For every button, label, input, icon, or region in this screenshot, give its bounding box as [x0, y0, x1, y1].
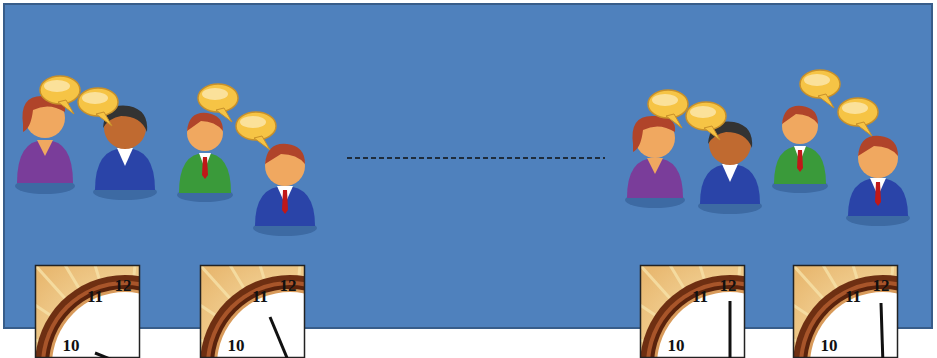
clock-number: 12 — [280, 277, 297, 294]
clock-number: 11 — [87, 288, 103, 305]
clock-number: 12 — [873, 277, 890, 294]
clock-number: 11 — [845, 288, 861, 305]
clock-number: 10 — [63, 337, 80, 354]
clock-number: 12 — [115, 277, 132, 294]
clock-number: 10 — [668, 337, 685, 354]
clock-number: 10 — [821, 337, 838, 354]
clock-number: 11 — [692, 288, 708, 305]
clock-number: 10 — [228, 337, 245, 354]
clock-number: 12 — [720, 277, 737, 294]
clock-number: 11 — [252, 288, 268, 305]
